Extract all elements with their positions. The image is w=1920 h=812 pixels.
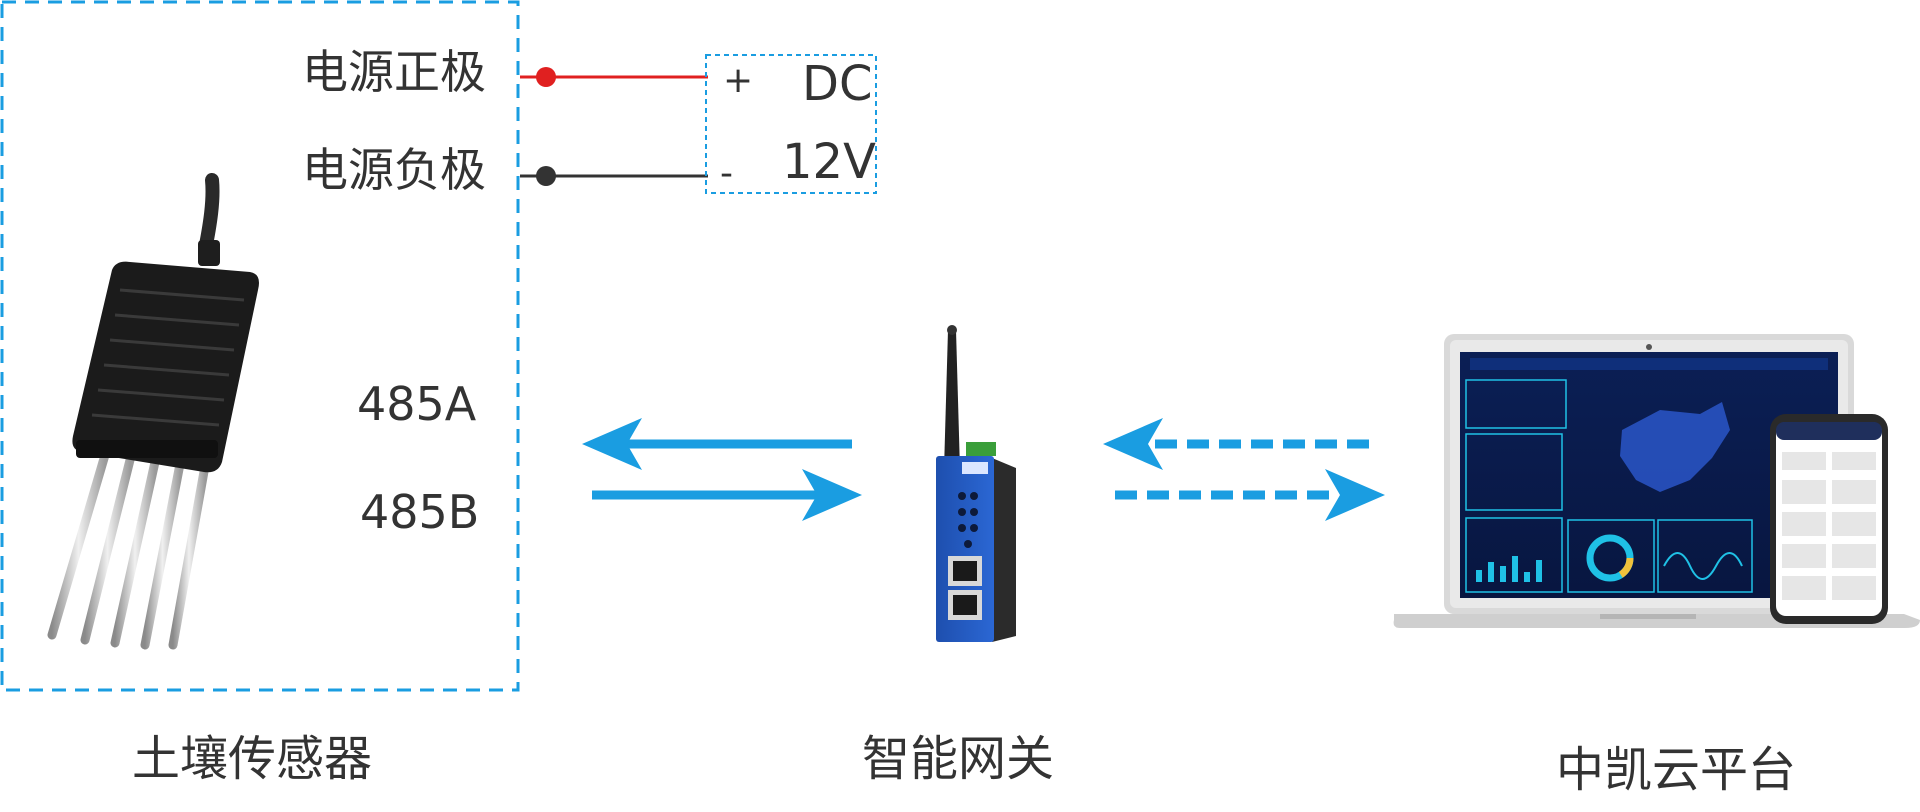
gateway-caption: 智能网关 xyxy=(862,731,1054,787)
sensor-boundary xyxy=(0,0,520,692)
negative-terminal-dot xyxy=(536,166,556,186)
rs485-b-label: 485B xyxy=(360,485,479,539)
cloud-link-arrows xyxy=(1103,418,1385,521)
power-negative-label: 电源负极 xyxy=(302,143,486,197)
cloud-caption: 中凯云平台 xyxy=(1556,742,1796,798)
sensor-caption: 土壤传感器 xyxy=(132,731,372,787)
rs485-a-label: 485A xyxy=(357,377,477,431)
voltage-label: 12V xyxy=(782,134,876,190)
cloud-platform-image xyxy=(1393,334,1920,628)
positive-terminal-dot xyxy=(536,67,556,87)
gateway-image xyxy=(936,325,1016,642)
rs485-link-arrows xyxy=(582,418,862,521)
power-positive-label: 电源正极 xyxy=(302,45,486,99)
soil-sensor-image xyxy=(47,173,260,650)
plus-symbol: + xyxy=(723,60,753,101)
power-supply-box xyxy=(705,54,877,194)
minus-symbol: - xyxy=(720,153,733,194)
dc-label: DC xyxy=(802,56,872,112)
